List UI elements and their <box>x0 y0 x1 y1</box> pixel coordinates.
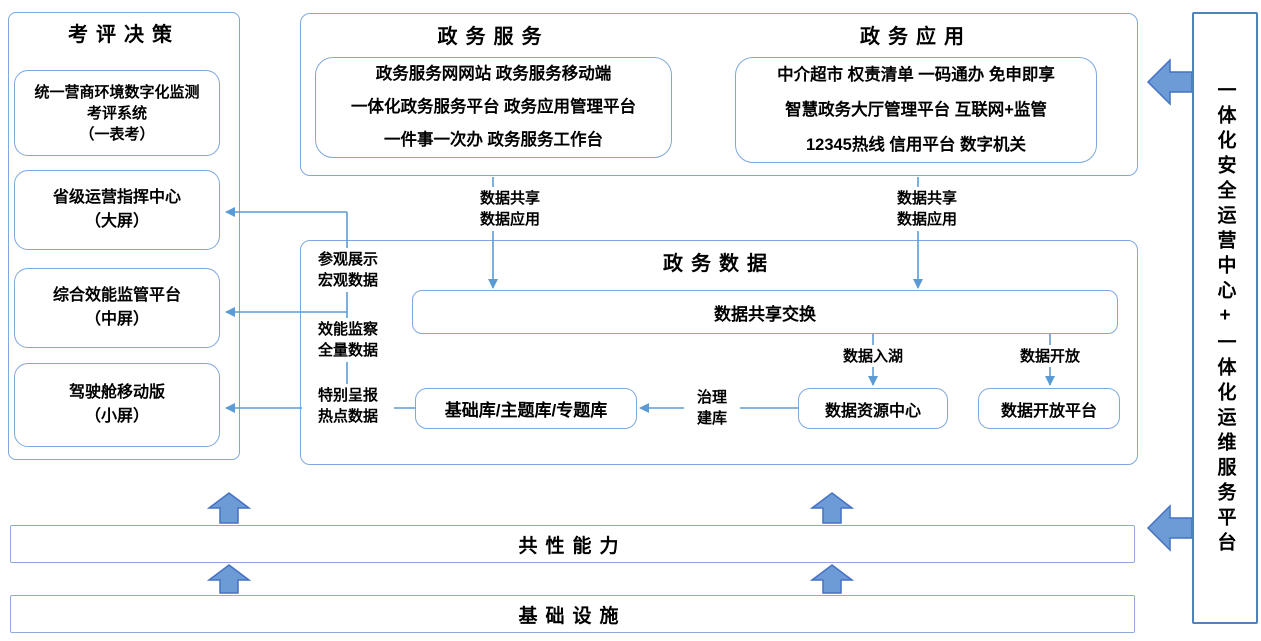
up-block-arrow-left-bottom <box>206 564 252 594</box>
evaluation-panel-title: 考评决策 <box>68 24 180 46</box>
label-line: 数据开放 <box>1019 348 1080 365</box>
infrastructure-label: 基础设施 <box>518 605 627 627</box>
box-line: 综合效能监管平台 <box>52 287 181 304</box>
applications-items-box: 中介超市 权责清单 一码通办 免申即享 智慧政务大厅管理平台 互联网+监管 12… <box>735 57 1097 163</box>
efficiency-supervision-platform-box: 综合效能监管平台 （中屏） <box>14 268 220 348</box>
services-items-box: 政务服务网网站 政务服务移动端 一体化政务服务平台 政务应用管理平台 一件事一次… <box>315 57 672 158</box>
label-line: 参观展示 <box>317 251 378 268</box>
applications-line: 智慧政务大厅管理平台 互联网+监管 <box>785 100 1047 119</box>
library-label: 基础库/主题库/专题库 <box>444 401 608 420</box>
data-lake-label: 数据入湖 <box>833 346 913 367</box>
monitor-evaluation-system-box: 统一营商环境数字化监测 考评系统 （一表考） <box>14 70 220 156</box>
box-line: 省级运营指挥中心 <box>52 189 181 206</box>
govern-build-label: 治理 建库 <box>684 387 740 429</box>
common-capability-label: 共性能力 <box>518 535 627 557</box>
data-exchange-label: 数据共享交换 <box>714 304 816 324</box>
box-line: 驾驶舱移动版 <box>68 384 165 401</box>
box-line: 统一营商环境数字化监测 <box>34 83 200 101</box>
services-title: 政务服务 <box>437 26 550 48</box>
services-line: 政务服务网网站 政务服务移动端 <box>375 65 612 83</box>
box-line: （小屏） <box>84 408 149 425</box>
efficiency-full-data-label: 效能监察 全量数据 <box>302 318 394 362</box>
mobile-cockpit-box: 驾驶舱移动版 （小屏） <box>14 363 220 447</box>
label-line: 数据应用 <box>479 211 540 228</box>
box-line: 考评系统 <box>86 104 147 122</box>
up-block-arrow-right-bottom <box>809 564 855 594</box>
gov-data-title: 政务数据 <box>663 253 775 275</box>
label-line: 数据共享 <box>896 190 957 207</box>
display-macro-data-label: 参观展示 宏观数据 <box>302 248 394 292</box>
data-resource-center-box: 数据资源中心 <box>798 388 948 429</box>
box-line: （一表考） <box>79 125 155 143</box>
label-line: 数据共享 <box>479 190 540 207</box>
box-line: （大屏） <box>84 213 149 230</box>
label-line: 数据入湖 <box>842 348 903 365</box>
data-open-label: 数据开放 <box>1010 346 1090 367</box>
up-block-arrow-right-top <box>809 492 855 524</box>
share-apply-right-label: 数据共享 数据应用 <box>882 187 972 231</box>
label-line: 宏观数据 <box>317 272 378 289</box>
label-line: 效能监察 <box>317 321 378 338</box>
common-capability-bar: 共性能力 <box>10 525 1135 563</box>
security-ops-maintenance-panel: 一体化安全运营中心+一体化运维服务平台 <box>1192 12 1258 624</box>
services-line: 一体化政务服务平台 政务应用管理平台 <box>350 98 637 116</box>
security-ops-maintenance-label: 一体化安全运营中心+一体化运维服务平台 <box>1214 79 1236 557</box>
library-box: 基础库/主题库/专题库 <box>415 388 637 429</box>
special-hot-data-label: 特别呈报 热点数据 <box>302 384 394 428</box>
label-line: 治理 <box>696 389 727 406</box>
left-block-arrow-top <box>1146 58 1193 106</box>
label-line: 建库 <box>696 410 727 427</box>
provincial-command-center-box: 省级运营指挥中心 （大屏） <box>14 170 220 250</box>
label-line: 数据应用 <box>896 211 957 228</box>
label-line: 热点数据 <box>317 408 378 425</box>
infrastructure-bar: 基础设施 <box>10 595 1135 633</box>
share-apply-left-label: 数据共享 数据应用 <box>465 187 555 231</box>
label-line: 全量数据 <box>317 342 378 359</box>
applications-title: 政务应用 <box>860 26 972 48</box>
applications-line: 中介超市 权责清单 一码通办 免申即享 <box>777 65 1055 84</box>
data-open-platform-label: 数据开放平台 <box>1000 402 1097 420</box>
left-block-arrow-bottom <box>1146 504 1193 552</box>
data-exchange-box: 数据共享交换 <box>412 290 1118 334</box>
services-line: 一件事一次办 政务服务工作台 <box>383 131 604 149</box>
data-open-platform-box: 数据开放平台 <box>978 388 1120 429</box>
data-resource-center-label: 数据资源中心 <box>824 402 921 420</box>
up-block-arrow-left-top <box>206 492 252 524</box>
box-line: （中屏） <box>84 311 149 328</box>
label-line: 特别呈报 <box>317 387 378 404</box>
applications-line: 12345热线 信用平台 数字机关 <box>805 135 1027 154</box>
